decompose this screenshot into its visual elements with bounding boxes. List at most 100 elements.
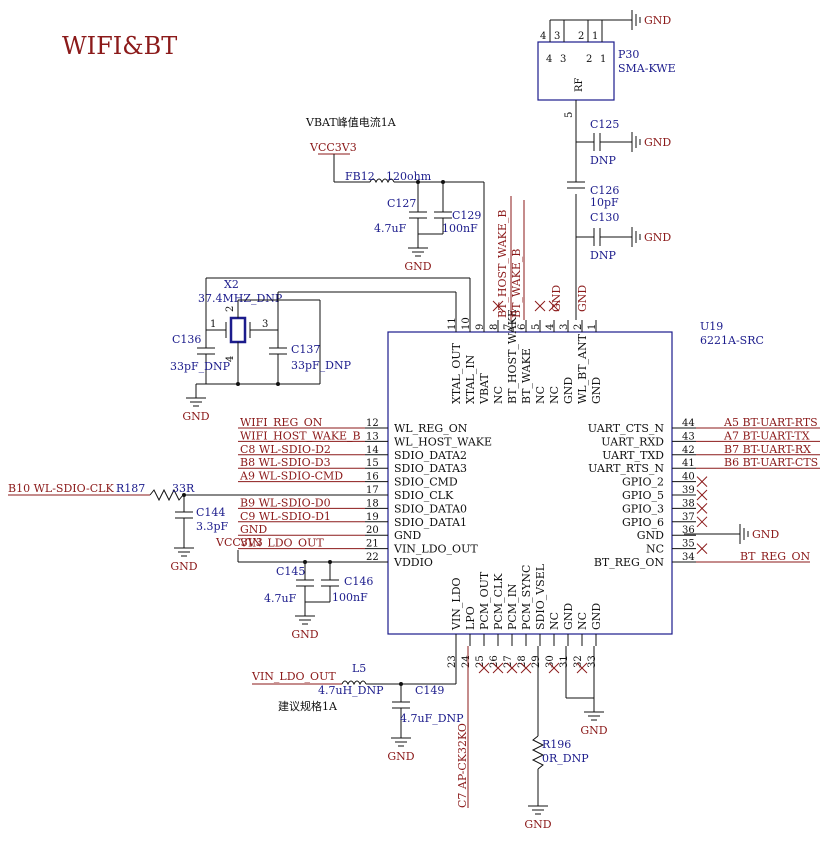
antenna-match-network: C125 DNP C126 10pF C130 DNP	[567, 118, 632, 262]
gnd-symbol-c130-label: GND	[644, 231, 671, 244]
u19-pin-39-name: GPIO_5	[622, 489, 664, 502]
u19-pin-42-name: UART_TXD	[602, 449, 664, 462]
r196-ref: R196	[542, 738, 571, 751]
p30-pin-1: 1	[592, 31, 598, 42]
u19-pin-2-number: 2	[573, 324, 584, 330]
vbat-supply: VBAT峰值电流1A VCC3V3 FB12 120ohm C127 4.7uF…	[305, 115, 485, 320]
gnd-symbol-pin36: GND	[739, 524, 779, 544]
u19-pin-8-number: 8	[489, 324, 500, 330]
r187-resistor	[149, 488, 184, 502]
u19-pin-33-number: 33	[587, 655, 598, 668]
gnd-symbol-vddio: GND	[291, 615, 319, 641]
u19-body	[387, 331, 673, 635]
u19-pin-25-name: PCM_OUT	[478, 571, 491, 630]
x2-pin-1: 1	[210, 319, 216, 330]
x2-part: 37.4MHZ_DNP	[198, 292, 283, 305]
gnd-symbol-bottom-label: GND	[580, 724, 607, 737]
net-gnd-pin3: GND	[550, 285, 563, 312]
u19-pin-8-name: NC	[492, 386, 505, 404]
note-vbat-peak: VBAT峰值电流1A	[305, 115, 397, 129]
u19-pin-35-number: 35	[682, 539, 695, 550]
u19-pin-24-number: 24	[461, 655, 472, 668]
c126-value: 10pF	[590, 196, 619, 209]
c130-ref: C130	[590, 211, 619, 224]
gnd-symbol-c144: GND	[170, 547, 198, 573]
u19-pin-29-name: SDIO_VSEL	[534, 563, 547, 630]
c146-ref: C146	[344, 575, 373, 588]
u19-pin-15-net: B8 WL-SDIO-D3	[240, 456, 331, 469]
c146-value: 100nF	[332, 591, 368, 604]
p30-pin-2: 2	[578, 31, 584, 42]
u19-chip: U19 6221A-SRC	[387, 320, 764, 635]
u19-pin-32-number: 32	[573, 655, 584, 668]
gnd-symbol-c149-label: GND	[387, 750, 414, 763]
u19-pin-19-net: C9 WL-SDIO-D1	[240, 510, 331, 523]
x2-crystal-body	[229, 316, 247, 344]
gnd-symbol-r196: GND	[524, 805, 552, 831]
p30-pin-3: 3	[554, 31, 560, 42]
u19-pin-11-name: XTAL_OUT	[450, 342, 463, 404]
u19-pin-28-number: 28	[517, 655, 528, 668]
u19-pin-22-name: VDDIO	[393, 556, 433, 569]
x2-pin-3: 3	[262, 319, 268, 330]
p30-inner-1: 1	[600, 54, 606, 65]
u19-pin-21-number: 21	[366, 539, 379, 550]
p30-rf-label: RF	[574, 77, 585, 92]
u19-pin-3-name: GND	[562, 377, 575, 404]
c149-ref: C149	[415, 684, 444, 697]
p30-pin-4: 4	[540, 31, 546, 42]
u19-pin-9-number: 9	[475, 324, 486, 330]
u19-pin-43-net: A7 BT-UART-TX	[723, 429, 810, 442]
u19-pin-23-name: VIN_LDO	[450, 577, 463, 631]
r196-resistor	[531, 735, 545, 770]
c136-ref: C136	[172, 333, 201, 346]
u19-pin-28-nc-mark-b	[520, 662, 532, 674]
u19-pin-14-name: SDIO_DATA2	[394, 449, 467, 462]
u19-pin-4-name: NC	[548, 386, 561, 404]
u19-pin-43-number: 43	[682, 431, 695, 442]
p30-connector: 4 3 2 1 4 3 2 1 RF P30 SMA-KWE 5	[537, 19, 676, 320]
r187-value: 33R	[172, 482, 195, 495]
fb12-value: 120ohm	[386, 170, 432, 183]
u19-pin-41-number: 41	[682, 458, 695, 469]
u19-pin-28-name: PCM_SYNC	[520, 565, 533, 630]
u19-pin-18-name: SDIO_DATA0	[394, 502, 467, 515]
u19-top-pins: 11XTAL_OUT10XTAL_IN9VBAT8NC7BT_HOST_WAKE…	[447, 300, 603, 405]
r196-value: 0R_DNP	[542, 752, 589, 765]
l5-value: 4.7uH_DNP	[318, 684, 384, 697]
x2-pin-2: 2	[225, 306, 236, 312]
gnd-symbol-c144-label: GND	[170, 560, 197, 573]
c129-ref: C129	[452, 209, 481, 222]
p30-inner-3: 3	[560, 54, 566, 65]
ground-symbols: GND GND GND GND GND GND GND GND GND GND GND	[170, 10, 779, 831]
x2-pin-4: 4	[225, 356, 236, 362]
u19-pin-16-name: SDIO_CMD	[394, 476, 458, 489]
u19-pin-37-name: GPIO_6	[622, 516, 664, 529]
c145-value: 4.7uF	[264, 592, 297, 605]
junction-x2-a	[236, 382, 240, 386]
u19-pin-31-name: GND	[562, 603, 575, 630]
u19-pin-39-nc-mark-b	[696, 489, 708, 501]
c136-value: 33pF_DNP	[170, 360, 231, 373]
sdio-clk-circuit: B10 WL-SDIO-CLK R187 33R C144 3.3pF	[8, 482, 365, 548]
sdio-vsel-circuit: R196 0R_DNP	[531, 646, 595, 806]
u19-pin-26-name: PCM_CLK	[492, 573, 505, 630]
u19-pin-27-number: 27	[503, 655, 514, 668]
u19-pin-7-name: BT_HOST_WAKE	[506, 309, 519, 404]
u19-pin-12-number: 12	[366, 418, 379, 429]
u19-pin-41-name: UART_RTS_N	[588, 462, 664, 475]
u19-pin-42-number: 42	[682, 445, 695, 456]
u19-pin-9-name: VBAT	[478, 373, 491, 405]
x2-ref: X2	[224, 278, 239, 291]
u19-pin-17-number: 17	[366, 485, 379, 496]
u19-pin-26-nc-mark-b	[492, 662, 504, 674]
u19-pin-40-nc-mark-b	[696, 476, 708, 487]
u19-pin-26-number: 26	[489, 655, 500, 668]
p30-pin-5: 5	[564, 112, 575, 118]
u19-pin-32-nc-mark-b	[576, 662, 588, 674]
u19-pin-36-name: GND	[637, 529, 664, 542]
note-ldo-spec: 建议规格1A	[278, 699, 338, 713]
u19-pin-12-name: WL_REG_ON	[394, 422, 468, 435]
u19-pin-19-number: 19	[366, 512, 379, 523]
